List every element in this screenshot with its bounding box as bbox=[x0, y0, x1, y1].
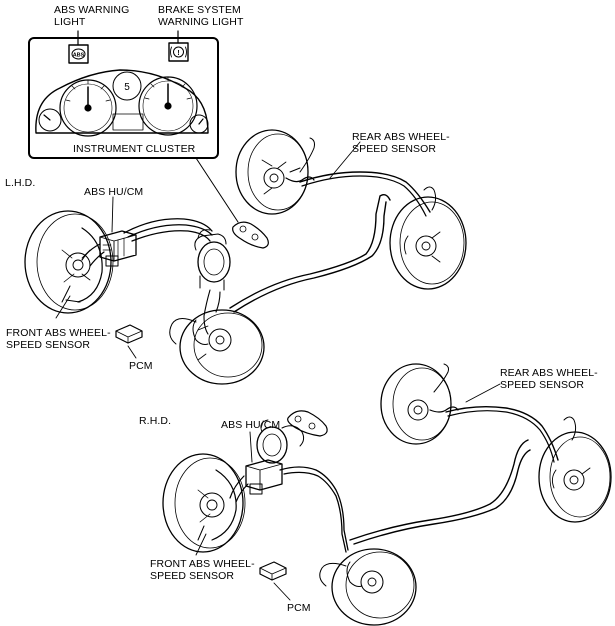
brake-icon-text: ! bbox=[177, 50, 179, 57]
brake-warning-light-icon: ! bbox=[168, 42, 189, 62]
rhd-rear-abs-wheel-speed-sensor-label: REAR ABS WHEEL- SPEED SENSOR bbox=[500, 367, 598, 391]
lhd-abs-hu-cm-label: ABS HU/CM bbox=[84, 186, 144, 198]
rhd-rear-sensor-leader bbox=[465, 383, 501, 403]
lhd-section-label: L.H.D. bbox=[5, 177, 36, 189]
abs-icon-text: ABS bbox=[73, 53, 85, 59]
rhd-layout bbox=[162, 363, 612, 626]
rhd-abs-hu-cm-unit bbox=[245, 419, 305, 495]
rhd-rear-left-wheel bbox=[380, 363, 459, 445]
instrument-cluster-title: INSTRUMENT CLUSTER bbox=[73, 143, 196, 155]
lhd-brake-booster bbox=[194, 229, 231, 291]
rhd-pcm-module bbox=[259, 561, 291, 601]
lhd-layout bbox=[24, 129, 467, 385]
lhd-cluster-silhouette bbox=[232, 221, 269, 249]
lhd-rear-axle-line bbox=[299, 171, 431, 213]
lhd-rear-abs-wheel-speed-sensor-label: REAR ABS WHEEL- SPEED SENSOR bbox=[352, 131, 450, 155]
rhd-front-right-wheel bbox=[319, 548, 417, 626]
brake-system-warning-light-label: BRAKE SYSTEM WARNING LIGHT bbox=[158, 4, 244, 28]
rhd-cluster-silhouette bbox=[287, 410, 328, 437]
lhd-front-abs-wheel-speed-sensor-label: FRONT ABS WHEEL- SPEED SENSOR bbox=[6, 327, 111, 351]
lhd-front-left-wheel bbox=[24, 210, 114, 314]
rhd-abs-hu-cm-label: ABS HU/CM bbox=[221, 419, 281, 431]
lhd-rear-brake-line bbox=[229, 193, 391, 309]
svg-text:5: 5 bbox=[124, 82, 130, 93]
lhd-pcm-module bbox=[115, 324, 143, 359]
rhd-front-abs-wheel-speed-sensor-label: FRONT ABS WHEEL- SPEED SENSOR bbox=[150, 558, 255, 582]
lhd-abs-hu-cm-unit bbox=[81, 218, 213, 267]
rhd-rear-right-wheel bbox=[538, 416, 612, 523]
lhd-rear-sensor-leader bbox=[329, 141, 361, 179]
rhd-front-left-wheel bbox=[162, 453, 246, 553]
abs-warning-light-icon: ABS bbox=[68, 44, 89, 64]
lhd-rear-left-wheel bbox=[235, 129, 315, 215]
abs-warning-light-label: ABS WARNING LIGHT bbox=[54, 4, 130, 28]
lhd-rear-brake-line-2 bbox=[233, 201, 387, 313]
rhd-section-label: R.H.D. bbox=[139, 415, 172, 427]
rhd-rear-axle-line bbox=[445, 405, 559, 461]
instrument-cluster-inset: ABS ! 5 bbox=[28, 30, 239, 223]
lhd-rear-right-wheel bbox=[389, 186, 467, 290]
lhd-pcm-label: PCM bbox=[129, 360, 153, 372]
rhd-pcm-label: PCM bbox=[287, 602, 311, 614]
rhd-rear-brake-line bbox=[349, 439, 529, 541]
lhd-front-right-wheel bbox=[169, 309, 265, 385]
